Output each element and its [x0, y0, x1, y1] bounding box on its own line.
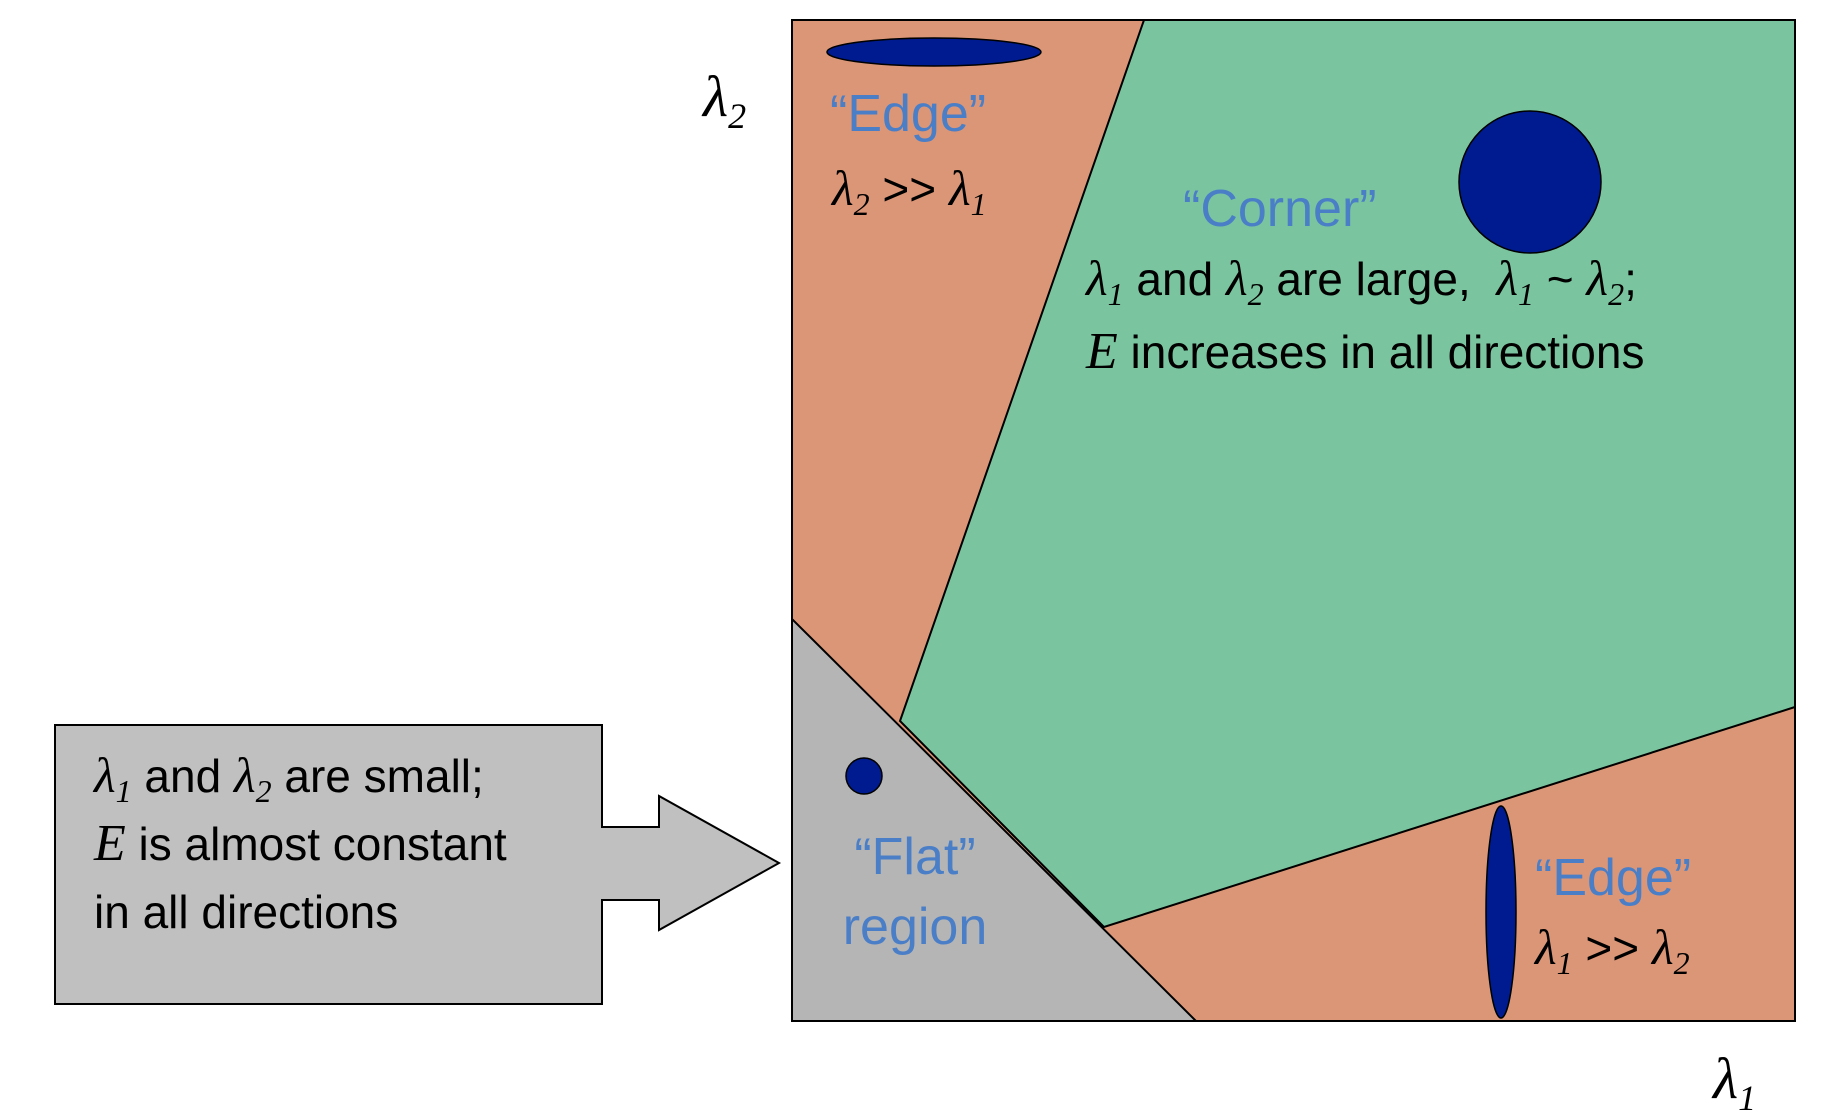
corner-lambda2-sub: 2	[1248, 276, 1264, 312]
callout-almost-constant: is almost constant	[126, 818, 507, 870]
y-axis-symbol: λ	[701, 64, 728, 129]
corner-E: E	[1085, 323, 1118, 380]
corner-title: “Corner”	[1183, 180, 1377, 238]
x-axis-subscript: 1	[1738, 1078, 1756, 1118]
corner-semicolon: ;	[1624, 253, 1637, 305]
corner-line2: E increases in all directions	[1085, 323, 1644, 380]
corner-lambda2-b-sub: 2	[1608, 276, 1624, 312]
vertical-edge-ellipse	[1485, 805, 1517, 1019]
top-edge-relation: >>	[870, 163, 949, 215]
top-edge-condition: λ2 >> λ1	[830, 160, 987, 222]
bottom-edge-lambda2: λ	[1650, 919, 1674, 975]
bottom-edge-condition: λ1 >> λ2	[1533, 919, 1690, 981]
top-edge-lambda1: λ	[947, 160, 971, 216]
callout-lambda1: λ	[92, 747, 116, 803]
top-edge-title: “Edge”	[830, 85, 986, 143]
region-plot	[791, 19, 1796, 1022]
callout-line2: E is almost constant	[93, 815, 507, 872]
corner-increases: increases in all directions	[1118, 326, 1645, 378]
callout-lambda2-sub: 2	[256, 773, 272, 809]
corner-are-large: are large,	[1264, 253, 1497, 305]
corner-lambda1: λ	[1084, 250, 1108, 306]
horizontal-edge-ellipse	[826, 37, 1042, 67]
x-axis-symbol: λ	[1711, 1046, 1738, 1111]
y-axis-label: λ2	[701, 64, 746, 136]
flat-title: “Flat”	[854, 828, 975, 886]
flat-region-word: region	[843, 898, 988, 956]
bottom-edge-title: “Edge”	[1535, 849, 1691, 907]
top-edge-lambda2-sub: 2	[854, 186, 870, 222]
bottom-edge-relation: >>	[1573, 922, 1652, 974]
top-edge-lambda2: λ	[830, 160, 854, 216]
corner-sim: ~	[1534, 253, 1586, 305]
callout-E: E	[93, 815, 126, 872]
bottom-edge-lambda1: λ	[1533, 919, 1557, 975]
corner-lambda1-b-sub: 1	[1518, 276, 1534, 312]
corner-lambda2: λ	[1224, 250, 1248, 306]
callout-lambda2: λ	[232, 747, 256, 803]
callout-line3: in all directions	[94, 886, 398, 938]
callout-and: and	[132, 750, 234, 802]
top-edge-lambda1-sub: 1	[971, 186, 987, 222]
y-axis-subscript: 2	[728, 96, 746, 136]
plot-frame	[791, 19, 1796, 1022]
callout-lambda1-sub: 1	[116, 773, 132, 809]
callout-arrow-box	[54, 724, 782, 1005]
corner-lambda1-sub: 1	[1108, 276, 1124, 312]
bottom-edge-lambda1-sub: 1	[1557, 945, 1573, 981]
corner-lambda1-b: λ	[1494, 250, 1518, 306]
x-axis-label: λ1	[1711, 1046, 1756, 1118]
callout-line1: λ1 and λ2 are small;	[92, 747, 484, 809]
flat-small-circle	[845, 757, 883, 795]
callout-are-small: are small;	[272, 750, 484, 802]
corner-and: and	[1124, 253, 1226, 305]
corner-line1: λ1 and λ2 are large, λ1 ~ λ2;	[1084, 250, 1637, 312]
corner-lambda2-b: λ	[1584, 250, 1608, 306]
corner-circle	[1458, 110, 1602, 254]
bottom-edge-lambda2-sub: 2	[1674, 945, 1690, 981]
